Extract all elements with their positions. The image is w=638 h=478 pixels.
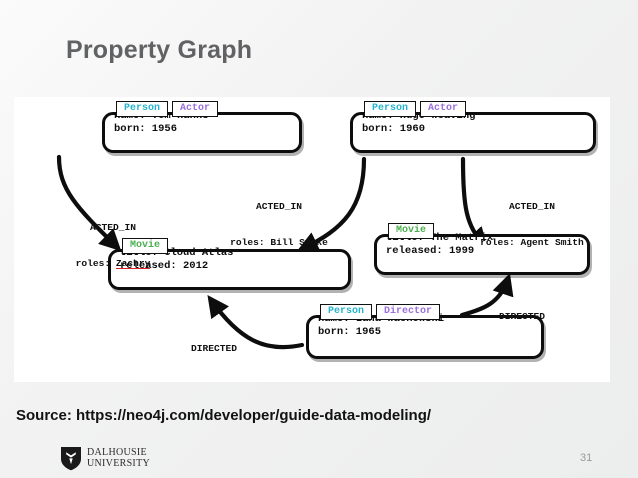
page-title: Property Graph (66, 36, 253, 64)
node-lana-wachowski[interactable]: Person Director name: Lana Wachowski bor… (306, 304, 544, 359)
rel-property-value-misspelled: Zachry (115, 258, 151, 269)
node-labels: Person Actor (116, 101, 219, 117)
rel-type: ACTED_IN (508, 201, 556, 212)
label-tab-person[interactable]: Person (320, 304, 373, 320)
node-labels: Movie (388, 223, 435, 239)
graph-edges (56, 154, 514, 350)
rel-type: ACTED_IN (89, 222, 137, 233)
edge-label-directed-matrix: DIRECTED (467, 287, 577, 347)
rel-type: DIRECTED (190, 343, 238, 354)
edge-directed-matrix (459, 273, 514, 318)
node-body (374, 234, 590, 275)
node-properties: title: The Matrix released: 1999 (386, 232, 494, 257)
dalhousie-logo: DALHOUSIE UNIVERSITY (60, 446, 150, 471)
property-graph-canvas: Person Actor name: Tom Hanks born: 1956 … (14, 97, 610, 382)
node-labels: Person Actor (364, 101, 467, 117)
logo-line-2: UNIVERSITY (87, 457, 150, 469)
rel-property: roles: Bill Smoke (230, 237, 328, 248)
rel-property: roles: Zachry (54, 258, 172, 270)
label-tab-movie[interactable]: Movie (388, 223, 435, 239)
rel-type: DIRECTED (498, 311, 546, 322)
edge-acted-in-bill-smoke (296, 156, 367, 253)
node-hugo-weaving[interactable]: Person Actor name: Hugo Weaving born: 19… (350, 101, 596, 153)
edge-label-acted-in-zachry: ACTED_IN roles: Zachry (54, 198, 172, 294)
edge-acted-in-zachry (56, 154, 122, 252)
node-the-matrix[interactable]: Movie title: The Matrix released: 1999 (374, 223, 590, 275)
label-tab-person[interactable]: Person (364, 101, 417, 117)
node-tom-hanks[interactable]: Person Actor name: Tom Hanks born: 1956 (102, 101, 302, 153)
edge-label-acted-in-agent-smith: ACTED_IN roles: Agent Smith (457, 177, 607, 273)
source-citation[interactable]: Source: https://neo4j.com/developer/guid… (16, 407, 432, 424)
label-tab-person[interactable]: Person (116, 101, 169, 117)
label-tab-actor[interactable]: Actor (420, 101, 467, 117)
rel-property: roles: Agent Smith (480, 237, 584, 248)
node-body (350, 112, 596, 153)
edge-label-acted-in-bill-smoke: ACTED_IN roles: Bill Smoke (199, 177, 359, 273)
node-cloud-atlas[interactable]: Movie title: Cloud Atlas released: 2012 (108, 238, 351, 290)
logo-line-1: DALHOUSIE (87, 447, 147, 458)
label-tab-director[interactable]: Director (376, 304, 441, 320)
page-number: 31 (580, 452, 593, 464)
shield-crest-icon (61, 447, 81, 471)
rel-property-key: roles: (75, 258, 116, 269)
logo-wordmark: DALHOUSIE UNIVERSITY (87, 447, 150, 469)
edge-directed-cloud-atlas (207, 295, 305, 350)
node-labels: Movie (122, 238, 169, 254)
edge-label-directed-cloud-atlas: DIRECTED (159, 319, 269, 379)
label-tab-actor[interactable]: Actor (172, 101, 219, 117)
node-body (102, 112, 302, 153)
label-tab-movie[interactable]: Movie (122, 238, 169, 254)
node-body (108, 249, 351, 290)
node-labels: Person Director (320, 304, 441, 320)
rel-type: ACTED_IN (255, 201, 303, 212)
